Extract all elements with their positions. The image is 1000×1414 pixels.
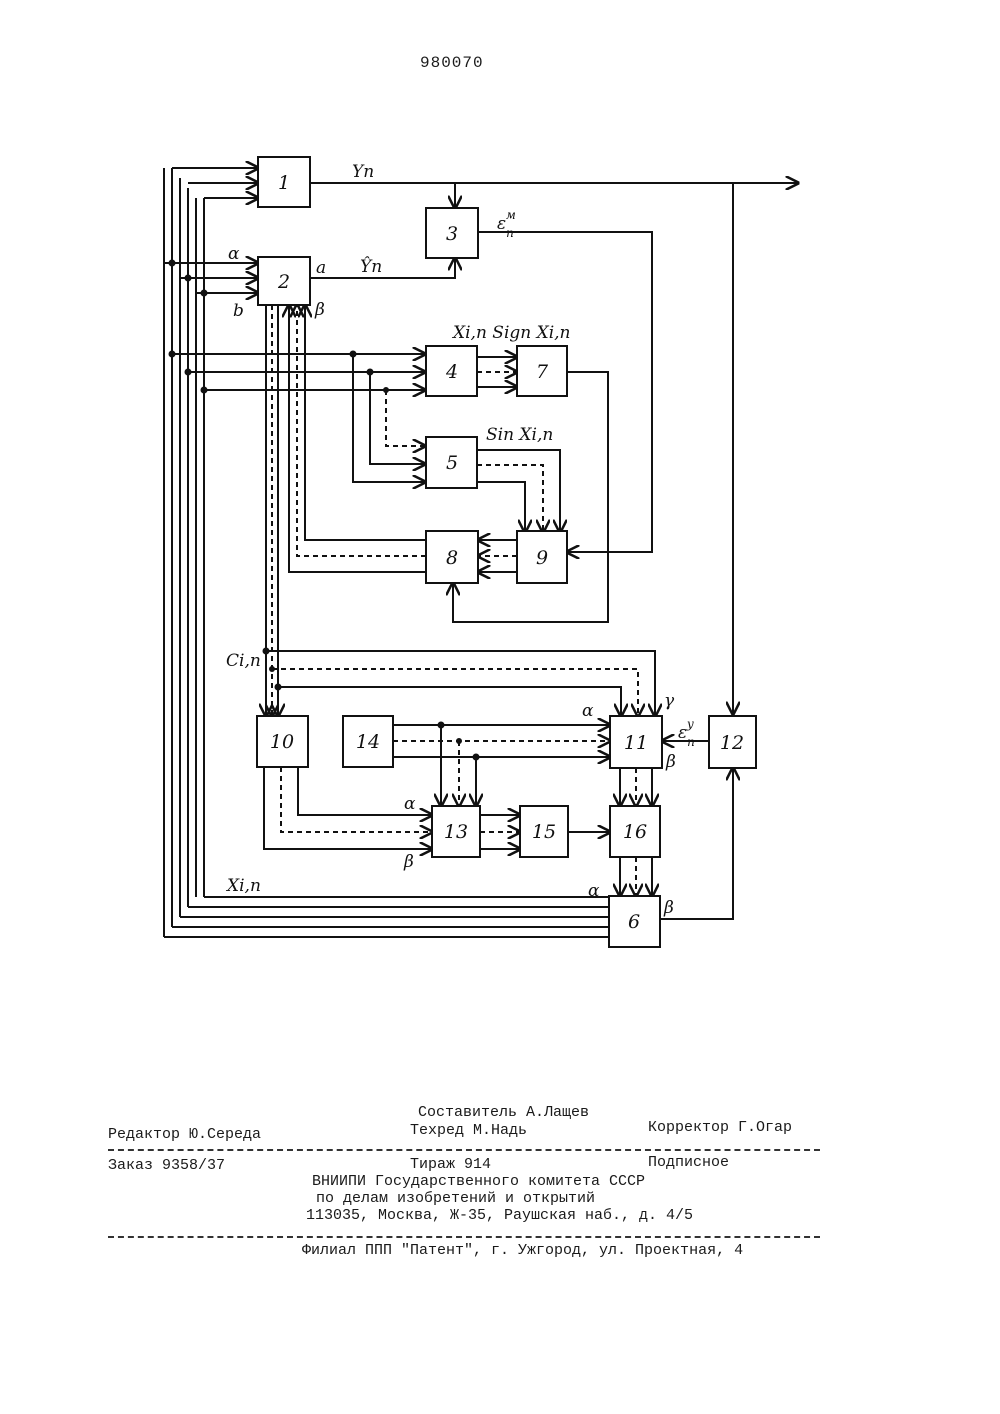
- svg-text:12: 12: [720, 732, 744, 754]
- footer-subscription: Подписное: [648, 1154, 729, 1171]
- label-beta-13: β: [403, 852, 414, 872]
- block-12: 12: [709, 716, 756, 768]
- label-alpha-2: α: [228, 244, 240, 264]
- label-output: Yn: [352, 162, 374, 182]
- footer-rule-top: [108, 1149, 820, 1151]
- label-error-model: εnм: [497, 208, 516, 240]
- svg-text:8: 8: [446, 547, 458, 569]
- label-b: b: [233, 301, 244, 321]
- block-9: 9: [517, 531, 567, 583]
- footer-techred: Техред М.Надь: [410, 1122, 527, 1139]
- block-13: 13: [432, 806, 480, 857]
- label-error-reg: εny: [678, 717, 695, 749]
- label-beta-2: β: [314, 300, 325, 320]
- footer-circulation: Тираж 914: [410, 1156, 491, 1173]
- label-x-input: Xi,n: [225, 876, 261, 896]
- label-a: a: [316, 258, 326, 278]
- block-2: 2: [258, 257, 310, 305]
- svg-text:6: 6: [628, 911, 640, 933]
- svg-text:1: 1: [278, 172, 290, 194]
- block-3: 3: [426, 208, 478, 258]
- svg-text:11: 11: [624, 732, 648, 754]
- label-alpha-13: α: [404, 794, 416, 814]
- block-10: 10: [257, 716, 308, 767]
- block-7: 7: [517, 346, 567, 396]
- label-coeff: Ci,n: [226, 651, 261, 671]
- block-6: 6: [609, 896, 660, 947]
- label-estimate: Ŷn: [360, 256, 382, 277]
- svg-text:4: 4: [445, 361, 458, 383]
- svg-text:7: 7: [536, 361, 549, 383]
- label-x-sign: Xi,n Sign Xi,n: [451, 323, 571, 343]
- block-11: 11: [610, 716, 662, 768]
- footer-branch: Филиал ППП "Патент", г. Ужгород, ул. Про…: [302, 1242, 743, 1259]
- footer-org-line2: по делам изобретений и открытий: [316, 1190, 595, 1207]
- block-diagram: 1 2 3 4 5 6 7 8 9 10 11 12 13 14 15 16 Y…: [0, 0, 1000, 1000]
- block-15: 15: [520, 806, 568, 857]
- label-alpha-6: α: [588, 881, 600, 901]
- footer-org-line3: 113035, Москва, Ж-35, Раушская наб., д. …: [306, 1207, 693, 1224]
- footer-rule-bottom: [108, 1236, 820, 1238]
- svg-text:10: 10: [270, 731, 294, 753]
- svg-text:9: 9: [536, 547, 548, 569]
- label-alpha-11: α: [582, 701, 594, 721]
- svg-text:14: 14: [356, 731, 380, 753]
- footer-order: Заказ 9358/37: [108, 1157, 225, 1174]
- label-sin-x: Sin Xi,n: [486, 425, 553, 445]
- svg-text:16: 16: [623, 821, 647, 843]
- footer-org-line1: ВНИИПИ Государственного комитета СССР: [312, 1173, 645, 1190]
- svg-text:5: 5: [446, 452, 458, 474]
- label-gamma: γ: [664, 691, 675, 711]
- block-8: 8: [426, 531, 478, 583]
- footer-editor: Редактор Ю.Середа: [108, 1126, 261, 1143]
- footer-composer: Составитель А.Лащев: [418, 1104, 589, 1121]
- svg-text:13: 13: [444, 821, 468, 843]
- svg-text:3: 3: [446, 223, 458, 245]
- svg-text:15: 15: [532, 821, 556, 843]
- block-14: 14: [343, 716, 393, 767]
- block-1: 1: [258, 157, 310, 207]
- label-beta-11: β: [665, 752, 676, 772]
- footer-corrector: Корректор Г.Огар: [648, 1119, 792, 1136]
- label-beta-6: β: [663, 898, 674, 918]
- block-16: 16: [610, 806, 660, 857]
- block-4: 4: [426, 346, 477, 396]
- block-5: 5: [426, 437, 477, 488]
- svg-text:2: 2: [277, 271, 290, 293]
